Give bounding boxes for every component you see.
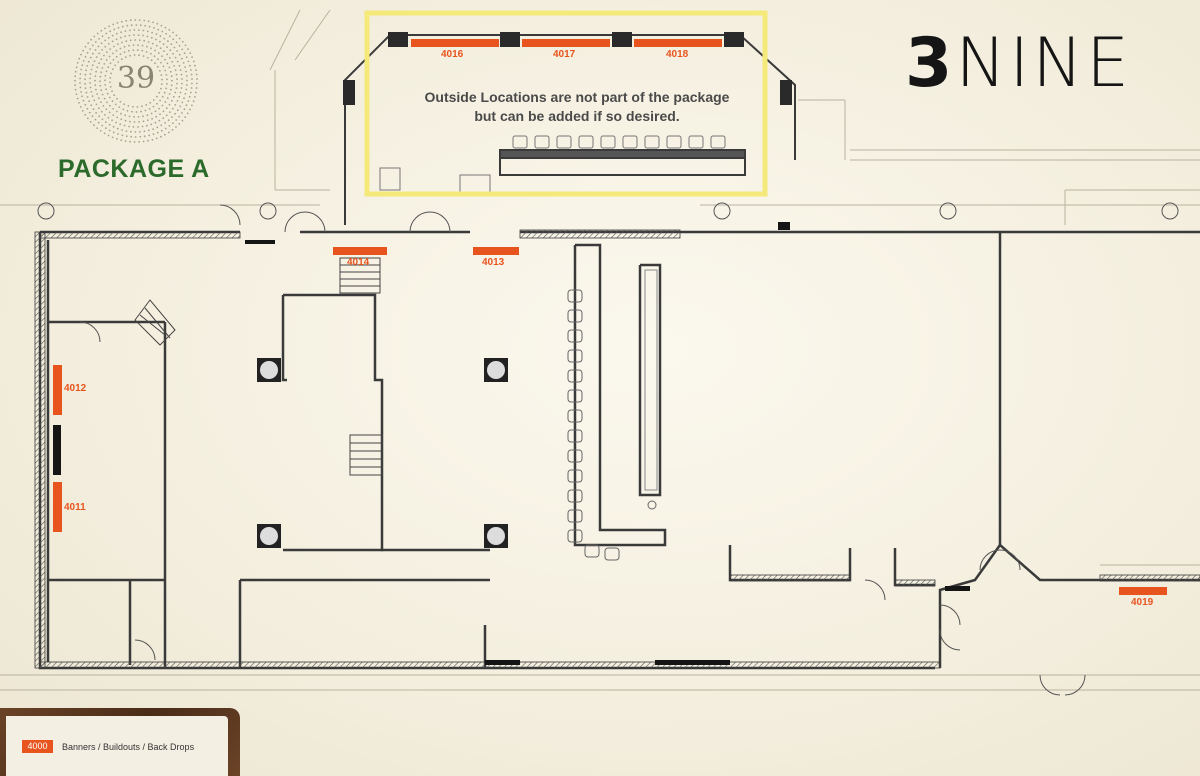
outside-locations-note: Outside Locations are not part of the pa…	[392, 88, 762, 126]
brand-bold: 3	[905, 24, 956, 103]
banner-4018	[634, 39, 722, 47]
package-title: PACKAGE A	[58, 155, 210, 183]
legend-swatch: 4000	[22, 740, 53, 753]
banner-4016	[411, 39, 499, 47]
venue-logo: 39	[70, 15, 202, 147]
banner-4019	[1119, 587, 1167, 595]
label-4012: 4012	[64, 383, 87, 394]
logo-text: 39	[116, 61, 156, 96]
site-context-lines	[0, 9, 1200, 691]
hatched-wall-segments	[34, 229, 1200, 669]
banner-4011	[53, 482, 62, 532]
label-4011: 4011	[64, 502, 86, 513]
note-line-1: Outside Locations are not part of the pa…	[424, 89, 730, 105]
patio-chairs	[379, 135, 726, 196]
label-4013: 4013	[482, 257, 505, 268]
outside-locations-highlight	[364, 10, 768, 197]
stairs	[134, 257, 383, 476]
doors	[37, 202, 1179, 696]
banner-4012	[53, 365, 62, 415]
logo-dots-icon	[74, 19, 198, 143]
label-4014: 4014	[347, 257, 370, 268]
banner-4014	[333, 247, 387, 255]
note-line-2: but can be added if so desired.	[474, 108, 680, 124]
label-4018: 4018	[666, 49, 689, 60]
label-4019: 4019	[1131, 597, 1154, 608]
patio-posts	[343, 32, 792, 105]
banner-locations	[53, 39, 1167, 595]
label-4016: 4016	[441, 49, 464, 60]
black-fixtures	[53, 222, 970, 665]
brand-light: NINE	[955, 24, 1133, 103]
brand-logo: 3NINE	[905, 30, 1132, 98]
legend-label: Banners / Buildouts / Back Drops	[62, 742, 195, 752]
building-walls	[38, 230, 1200, 670]
banner-4017	[522, 39, 610, 47]
columns	[257, 358, 508, 548]
bar-stools	[567, 269, 658, 561]
label-4017: 4017	[553, 49, 576, 60]
banner-4013	[473, 247, 519, 255]
